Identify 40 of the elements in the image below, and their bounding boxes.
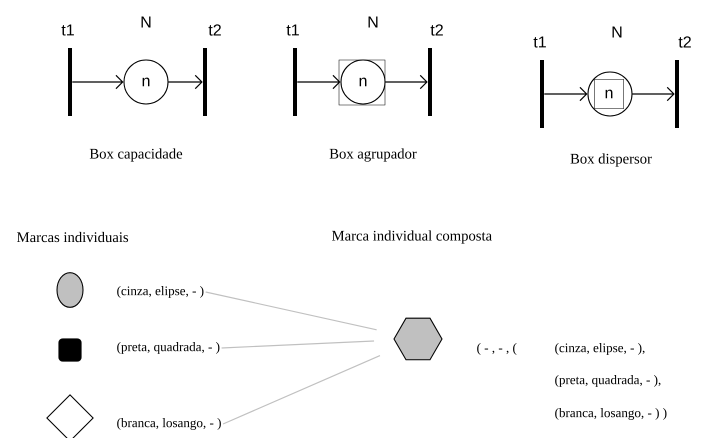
- caption: Marcas individuais: [17, 232, 128, 242]
- diamond-mark: [46, 394, 94, 438]
- node-label: t1: [534, 36, 546, 48]
- arrow: [386, 74, 428, 90]
- bar-node: t1: [286, 24, 299, 116]
- connector-line: [222, 355, 380, 425]
- connector-line: [222, 340, 374, 349]
- node-name: N: [142, 16, 150, 28]
- tuple-text: (branca, losango, - ) ): [555, 408, 666, 420]
- caption: Marca individual composta: [332, 230, 492, 244]
- bar-node: t2: [203, 24, 221, 116]
- bar-node: t2: [428, 24, 443, 116]
- connector-line: [206, 291, 377, 330]
- arrow: [297, 74, 340, 90]
- node-label: t1: [286, 24, 299, 36]
- node-label: t2: [208, 24, 221, 36]
- tuple-text: (preta, quadrada, - ),: [555, 375, 660, 387]
- tuple-text: (branca, losango, - ): [117, 418, 221, 430]
- tuple-text: ( - , - , (: [477, 343, 516, 355]
- bar-node: t2: [675, 36, 691, 128]
- node-name: N: [612, 26, 622, 38]
- caption: Box dispersor: [570, 153, 652, 167]
- tuple-text: (cinza, elipse, - ),: [555, 343, 644, 355]
- arrow: [168, 74, 203, 90]
- node-label: t1: [62, 24, 74, 36]
- arrow: [72, 74, 124, 90]
- tuple-text: (preta, quadrada, - ): [117, 342, 220, 354]
- arrow: [632, 86, 675, 102]
- bar-node: t1: [62, 24, 74, 116]
- square-mark: [58, 338, 82, 362]
- node-label: t2: [678, 36, 691, 48]
- tuple-text: (cinza, elipse, - ): [117, 286, 204, 298]
- caption: Box agrupador: [330, 148, 417, 162]
- arrow: [544, 86, 588, 102]
- caption: Box capacidade: [90, 148, 182, 162]
- hexagon-mark: [393, 318, 443, 360]
- node-label: t2: [430, 24, 443, 36]
- ellipse-mark: [56, 272, 84, 308]
- bar-node: t1: [534, 36, 546, 128]
- node-name: N: [368, 16, 378, 28]
